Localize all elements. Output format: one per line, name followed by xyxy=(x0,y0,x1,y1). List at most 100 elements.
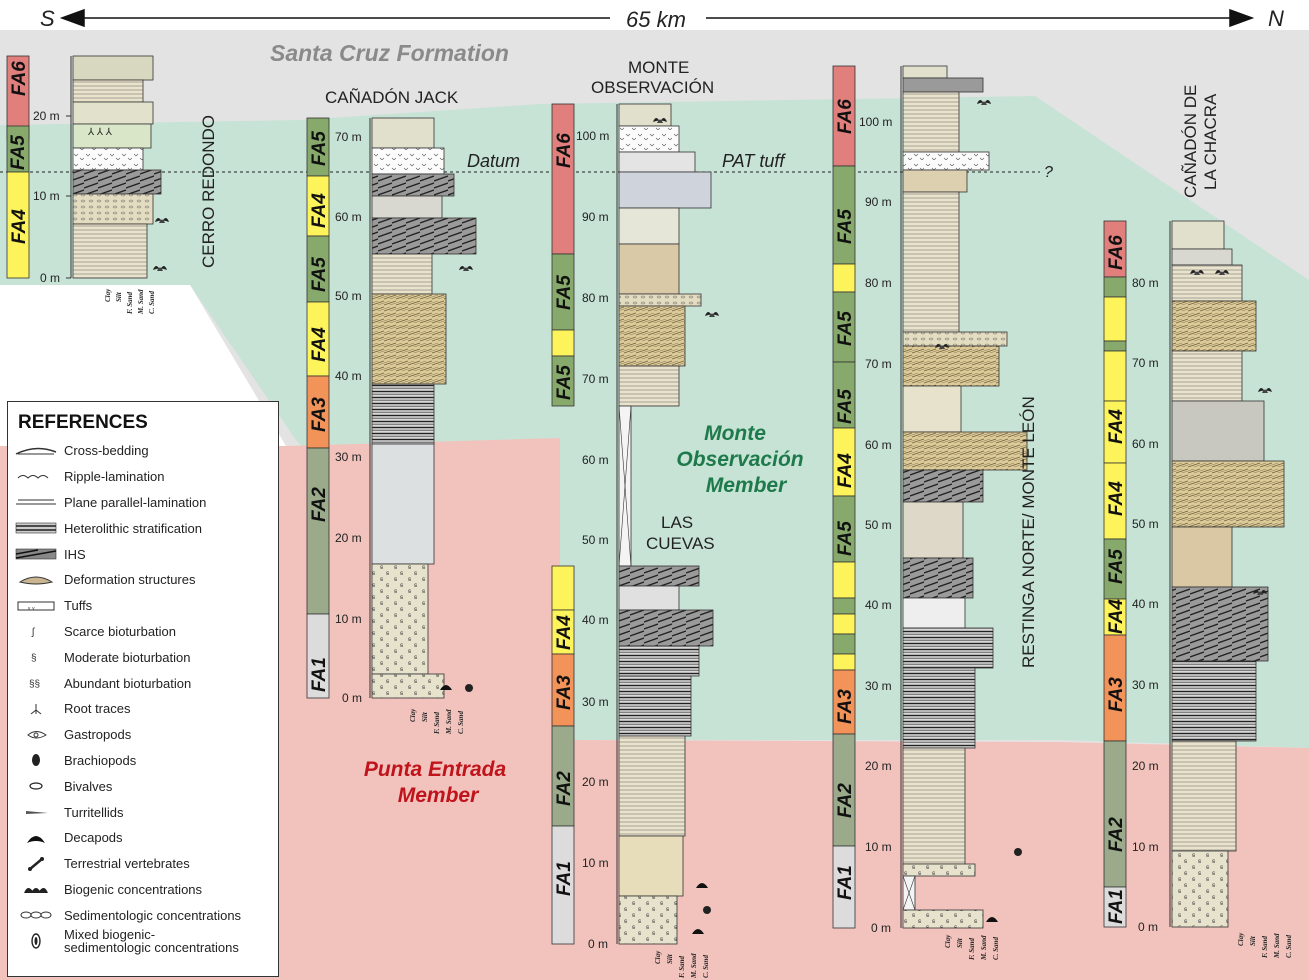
monte-facies-lower: FA4 FA3 FA2 FA1 xyxy=(551,565,575,945)
legend-item: Plane parallel-lamination xyxy=(8,490,278,516)
legend-item: IHS xyxy=(8,541,278,567)
legend-label: Brachiopods xyxy=(64,752,137,768)
monte-observacion-title-1: MONTE xyxy=(628,58,689,77)
monte-observacion-upper-section xyxy=(618,103,719,407)
monte-fa4: FA4 xyxy=(554,615,575,650)
jack-t50: 50 m xyxy=(335,289,362,303)
legend-item: Turritellids xyxy=(8,799,278,825)
legend-item: Decapods xyxy=(8,825,278,851)
jack-t70: 70 m xyxy=(335,130,362,144)
legend-item: Root traces xyxy=(8,696,278,722)
jack-t30: 30 m xyxy=(335,450,362,464)
cross-bedding-icon xyxy=(8,446,64,456)
chacra-axis: 80 m 70 m 60 m 50 m 40 m 30 m 20 m 10 m … xyxy=(1132,221,1171,934)
restinga-t80: 80 m xyxy=(865,276,892,290)
chacra-facies-column: FA6 FA4 FA4 FA5 FA4 FA3 FA2 FA1 xyxy=(1103,220,1127,928)
monte-t70: 70 m xyxy=(582,372,609,386)
distance-label: 65 km xyxy=(626,7,686,32)
restinga-title: RESTINGA NORTE/ MONTE LEÓN xyxy=(1019,396,1038,668)
chacra-fa4-b: FA4 xyxy=(1106,481,1127,516)
monte-observacion-member-label: Monte Observación Member xyxy=(676,422,803,497)
restinga-facies-column: FA6 FA5 FA5 FA5 FA4 FA5 FA3 FA2 FA1 xyxy=(832,65,856,929)
legend-label: Tuffs xyxy=(64,598,93,614)
legend-label: Root traces xyxy=(64,701,131,717)
ihs-icon xyxy=(8,548,64,560)
jack-t60: 60 m xyxy=(335,210,362,224)
restinga-fa2: FA2 xyxy=(835,783,856,818)
legend-label: Heterolithic stratification xyxy=(64,520,202,536)
monte-gap-column xyxy=(618,405,632,567)
jack-t0: 0 m xyxy=(342,691,362,705)
chacra-gs-csand: C. Sand xyxy=(1285,935,1293,958)
chacra-gs-msand: M. Sand xyxy=(1273,933,1281,959)
monte-fa3: FA3 xyxy=(554,675,575,710)
punta-entrada-member-label: Punta Entrada Member xyxy=(364,758,507,807)
monte-observacion-title-2: OBSERVACIÓN xyxy=(591,78,714,97)
punta-line-1: Punta Entrada xyxy=(364,758,507,781)
abundant-bioturbation-icon: §§ xyxy=(8,677,64,689)
cerro-gs-silt: Silt xyxy=(115,291,123,302)
chacra-section xyxy=(1171,220,1285,928)
restinga-grain-scale: Clay Silt F. Sand M. Sand C. Sand xyxy=(944,934,1000,961)
turritellid-icon xyxy=(8,806,64,818)
legend-label: Scarce bioturbation xyxy=(64,623,177,639)
cerro-redondo-title: CERRO REDONDO xyxy=(199,115,218,268)
ripple-icon xyxy=(8,472,64,482)
chacra-fa1: FA1 xyxy=(1106,889,1127,924)
legend-item: Sedimentologic concentrations xyxy=(8,902,278,928)
monte-fa5-a: FA5 xyxy=(554,275,575,310)
monte-fa1: FA1 xyxy=(554,861,575,896)
moderate-bioturbation-icon: § xyxy=(8,651,64,663)
restinga-gs-csand: C. Sand xyxy=(992,937,1000,960)
legend-label: Deformation structures xyxy=(64,572,196,588)
cerro-fa6: FA6 xyxy=(9,61,30,96)
brachiopod-icon xyxy=(8,753,64,767)
restinga-fa6: FA6 xyxy=(835,99,856,134)
jack-fa2: FA2 xyxy=(309,487,330,522)
monte-t20: 20 m xyxy=(582,775,609,789)
chacra-t60: 60 m xyxy=(1132,437,1159,451)
jack-grain-scale: Clay Silt F. Sand M. Sand C. Sand xyxy=(409,708,465,735)
monte-gs-msand: M. Sand xyxy=(690,953,698,979)
restinga-section xyxy=(902,65,1028,929)
legend-item: Bivalves xyxy=(8,773,278,799)
restinga-gs-clay: Clay xyxy=(944,934,952,948)
restinga-fa5-b: FA5 xyxy=(835,311,856,346)
tuff-icon: ᵥ ᵥ xyxy=(8,600,64,612)
decapod-icon xyxy=(8,831,64,845)
monte-t30: 30 m xyxy=(582,695,609,709)
cerro-facies-column: FA6 FA5 FA4 xyxy=(6,55,30,279)
las-cuevas-title-2: CUEVAS xyxy=(646,534,715,553)
chacra-t20: 20 m xyxy=(1132,759,1159,773)
legend-label: IHS xyxy=(64,546,86,562)
jack-gs-csand: C. Sand xyxy=(457,711,465,734)
cerro-axis: 20 m 10 m 0 m xyxy=(33,56,72,285)
legend-item: Biogenic concentrations xyxy=(8,877,278,903)
chacra-fa4-c: FA4 xyxy=(1106,599,1127,634)
question-mark: ? xyxy=(1044,164,1053,181)
mixed-icon xyxy=(8,933,64,949)
chacra-gs-silt: Silt xyxy=(1249,935,1257,946)
sedimentologic-icon xyxy=(8,909,64,921)
restinga-t50: 50 m xyxy=(865,518,892,532)
legend-item: Cross-bedding xyxy=(8,438,278,464)
legend-label: Gastropods xyxy=(64,727,132,743)
legend-label: Terrestrial vertebrates xyxy=(64,856,190,872)
legend-label: Sedimentologic concentrations xyxy=(64,907,242,923)
gastropod-icon xyxy=(8,729,64,741)
monte-t0: 0 m xyxy=(588,937,608,951)
svg-text:§: § xyxy=(31,653,37,663)
biogenic-icon xyxy=(8,883,64,895)
monte-t60: 60 m xyxy=(582,453,609,467)
canadon-jack-title: CAÑADÓN JACK xyxy=(325,88,459,107)
restinga-t100: 100 m xyxy=(859,115,892,129)
legend-item: Mixed biogenic- sedimentologic concentra… xyxy=(8,928,278,954)
jack-fa4-top: FA4 xyxy=(309,193,330,228)
south-arrow xyxy=(59,8,610,28)
jack-gs-msand: M. Sand xyxy=(445,709,453,735)
svg-text:⅄ ⅄ ⅄: ⅄ ⅄ ⅄ xyxy=(87,127,113,138)
jack-t40: 40 m xyxy=(335,369,362,383)
restinga-t40: 40 m xyxy=(865,598,892,612)
